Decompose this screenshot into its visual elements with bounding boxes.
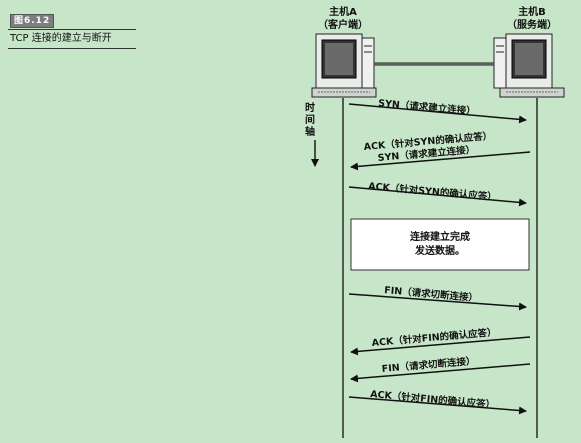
time-axis: 时 间 轴 [305,101,319,167]
time-axis-char: 时 [305,101,315,114]
caption-top-rule [8,29,136,30]
message-label: FIN（请求切断连接） [384,284,479,304]
figure-number-badge: 图6.12 [10,14,55,28]
connection-established-note [350,218,530,271]
message-arrow [350,151,531,171]
message-label: SYN（请求建立连接） [378,97,476,117]
message-label: ACK（针对FIN的确认应答） [370,388,496,411]
note-line-1: 连接建立完成 [410,230,470,243]
message-arrow [350,336,531,356]
host-a-name: 主机A [329,5,357,18]
note-line-2: 发送数据。 [414,244,465,257]
host-b-computer-icon [493,33,565,98]
caption-bottom-rule [8,48,136,49]
time-axis-char: 轴 [305,125,315,138]
host-b-name: 主机B [518,5,546,18]
message-arrow [350,363,531,383]
message-arrow [348,396,527,415]
message-label: ACK（针对SYN的确认应答） [368,180,497,203]
message-arrow [348,293,527,311]
host-a-computer-icon [311,33,377,98]
message-arrow [348,186,527,207]
time-axis-char: 间 [305,113,315,126]
host-a-role: （客户端） [318,18,368,31]
host-b-role: （服务端） [507,18,557,31]
message-arrow [348,103,527,124]
figure-caption: TCP 连接的建立与断开 [10,33,112,44]
